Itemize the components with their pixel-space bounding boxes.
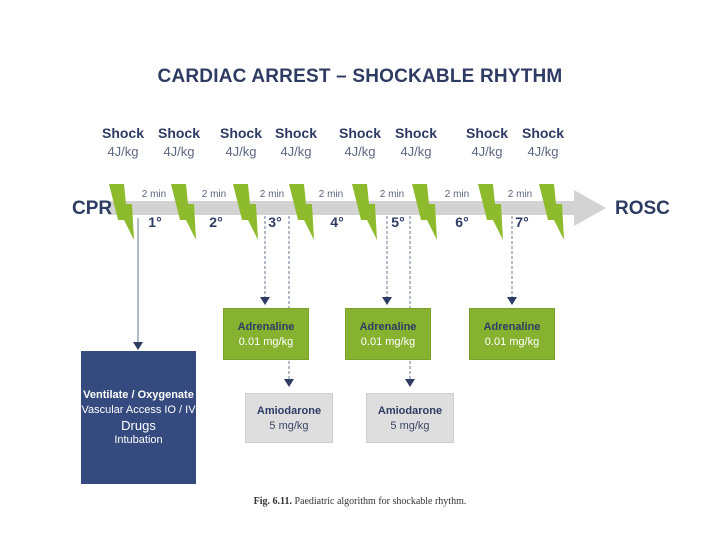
shock-text: Shock <box>219 125 262 141</box>
timeline-arrowhead <box>574 190 606 226</box>
supportive-care-box: Ventilate / Oxygenate Vascular Access IO… <box>81 351 196 484</box>
drug-dose: 0.01 mg/kg <box>484 335 540 348</box>
shock-text: Shock <box>101 125 144 141</box>
lightning-bolt-icon <box>412 184 437 240</box>
interval-label: 2 min <box>142 189 166 200</box>
shock-text: Shock <box>157 125 200 141</box>
cycle-number: 7° <box>515 214 528 230</box>
arrowhead-icon <box>405 379 415 387</box>
cycle-number: 2° <box>209 214 222 230</box>
shock-dose: 4J/kg <box>471 144 503 159</box>
interval-label: 2 min <box>445 189 469 200</box>
drug-name: Adrenaline <box>483 320 541 333</box>
cycle-number: 5° <box>391 214 404 230</box>
shock-dose: 4J/kg <box>163 144 195 159</box>
shock-label: Shock 4J/kg <box>513 125 573 159</box>
shock-label: Shock 4J/kg <box>93 125 153 159</box>
drug-dose: 0.01 mg/kg <box>238 335 294 348</box>
caption-text: Paediatric algorithm for shockable rhyth… <box>294 496 467 507</box>
shock-label: Shock 4J/kg <box>457 125 517 159</box>
interval-label: 2 min <box>319 189 343 200</box>
care-item-ventilate: Ventilate / Oxygenate <box>83 388 194 401</box>
cycle-number: 4° <box>330 214 343 230</box>
amiodarone-box: Amiodarone 5 mg/kg <box>366 393 454 443</box>
lightning-bolt-icon <box>109 184 134 240</box>
drug-dose: 0.01 mg/kg <box>360 335 416 348</box>
shock-label: Shock 4J/kg <box>330 125 390 159</box>
drug-name: Amiodarone <box>256 404 322 417</box>
shock-label: Shock 4J/kg <box>266 125 326 159</box>
end-label-rosc: ROSC <box>615 198 670 219</box>
shock-label: Shock 4J/kg <box>149 125 209 159</box>
care-item-intubation: Intubation <box>114 433 163 446</box>
lightning-bolt-icon <box>171 184 196 240</box>
caption-label: Fig. 6.11. <box>253 496 292 507</box>
drug-name: Adrenaline <box>237 320 295 333</box>
interval-label: 2 min <box>202 189 226 200</box>
arrowhead-icon <box>507 297 517 305</box>
start-label-cpr: CPR <box>72 198 113 219</box>
lightning-bolt-icon <box>539 184 564 240</box>
cycle-number: 1° <box>148 214 161 230</box>
shock-text: Shock <box>274 125 317 141</box>
interval-label: 2 min <box>380 189 404 200</box>
arrowhead-icon <box>133 342 143 350</box>
care-item-drugs: Drugs <box>121 417 156 433</box>
arrowhead-icon <box>382 297 392 305</box>
shock-dose: 4J/kg <box>527 144 559 159</box>
drug-dose: 5 mg/kg <box>390 419 430 432</box>
shock-text: Shock <box>338 125 381 141</box>
adrenaline-box: Adrenaline 0.01 mg/kg <box>223 308 309 360</box>
diagram-title: CARDIAC ARREST – SHOCKABLE RHYTHM <box>157 66 563 87</box>
cycle-number: 6° <box>455 214 468 230</box>
lightning-bolt-icon <box>233 184 258 240</box>
drug-name: Amiodarone <box>377 404 443 417</box>
arrowhead-icon <box>260 297 270 305</box>
amiodarone-box: Amiodarone 5 mg/kg <box>245 393 333 443</box>
shock-label: Shock 4J/kg <box>386 125 446 159</box>
shock-text: Shock <box>465 125 508 141</box>
adrenaline-box: Adrenaline 0.01 mg/kg <box>345 308 431 360</box>
shock-dose: 4J/kg <box>344 144 376 159</box>
arrowhead-icon <box>284 379 294 387</box>
timeline-bar <box>108 201 576 215</box>
adrenaline-box: Adrenaline 0.01 mg/kg <box>469 308 555 360</box>
interval-label: 2 min <box>508 189 532 200</box>
interval-label: 2 min <box>260 189 284 200</box>
shock-dose: 4J/kg <box>280 144 312 159</box>
lightning-bolt-icon <box>478 184 503 240</box>
lightning-bolt-icon <box>352 184 377 240</box>
care-item-vascular-access: Vascular Access IO / IV <box>81 403 196 416</box>
shock-text: Shock <box>521 125 564 141</box>
drug-dose: 5 mg/kg <box>269 419 309 432</box>
shock-text: Shock <box>394 125 437 141</box>
figure-caption: Fig. 6.11. Paediatric algorithm for shoc… <box>0 496 720 507</box>
shock-dose: 4J/kg <box>107 144 139 159</box>
cycle-number: 3° <box>268 214 281 230</box>
drug-name: Adrenaline <box>359 320 417 333</box>
shock-dose: 4J/kg <box>400 144 432 159</box>
lightning-bolt-icon <box>289 184 314 240</box>
shock-dose: 4J/kg <box>225 144 257 159</box>
shock-label: Shock 4J/kg <box>211 125 271 159</box>
